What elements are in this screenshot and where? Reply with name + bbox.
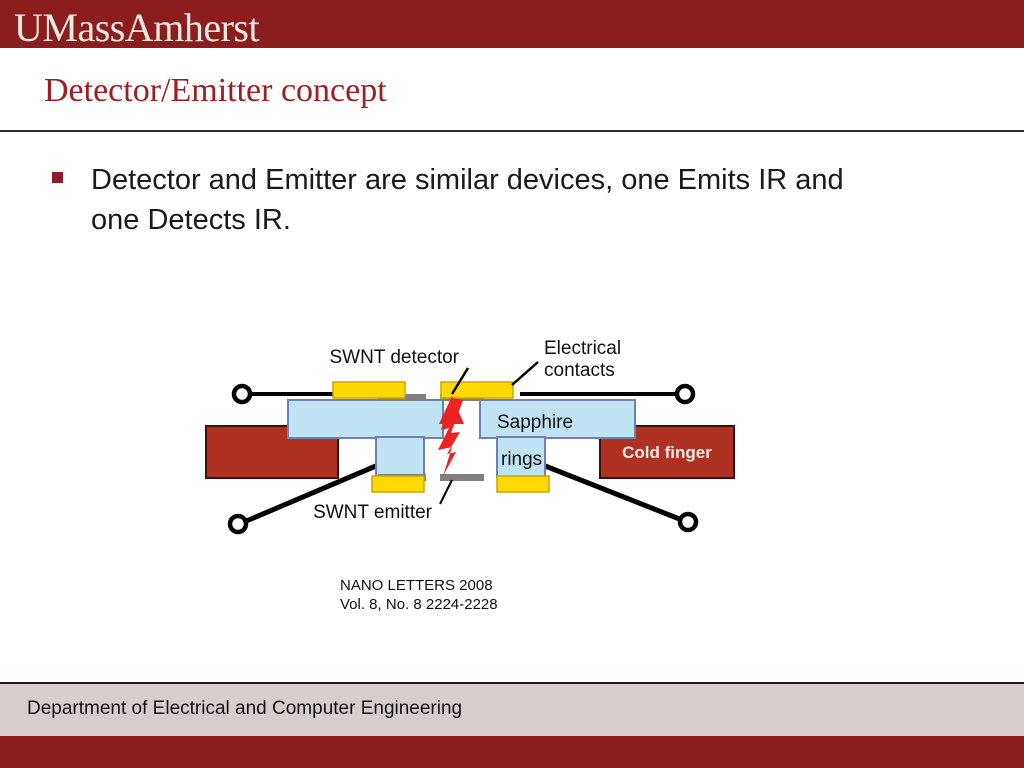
- sapphire-plate-top-left: [287, 399, 444, 439]
- swnt-emitter-strip-right: [440, 474, 484, 481]
- cold-finger-label: Cold finger: [622, 443, 712, 462]
- footer-divider: [0, 682, 1024, 684]
- swnt-detector-label: SWNT detector: [329, 347, 459, 368]
- ir-arrow-head-icon: [439, 396, 464, 424]
- sapphire-rings-label-line1: Sapphire: [497, 412, 573, 433]
- leader-electrical-contacts: [511, 361, 539, 386]
- ir-emission-arrow-icon: [438, 398, 463, 476]
- contact-top-left: [332, 381, 406, 399]
- logo-umass-text: UMass: [14, 5, 125, 50]
- contact-bottom-right: [496, 475, 550, 493]
- title-divider: [0, 130, 1024, 132]
- footer-department-label: Department of Electrical and Computer En…: [27, 698, 463, 719]
- citation-line-1: NANO LETTERS 2008: [340, 577, 493, 594]
- wire-bottom-right: [529, 457, 683, 523]
- sapphire-rings-label-line2: rings: [501, 449, 542, 470]
- logo-amherst-text: Amherst: [124, 5, 260, 50]
- footer-band: [0, 684, 1024, 736]
- terminal-bottom-right: [677, 511, 699, 533]
- bullet-item-label: Detector and Emitter are similar devices…: [91, 164, 844, 236]
- header-band: [0, 0, 1024, 48]
- leader-swnt-emitter: [439, 479, 453, 505]
- page-title: Detector/Emitter concept: [44, 72, 387, 109]
- terminal-top-right: [674, 383, 696, 405]
- electrical-contacts-label-line1: Electrical: [544, 338, 621, 359]
- bullet-list-item: Detector and Emitter are similar devices…: [52, 160, 932, 240]
- sapphire-plate-top-right: [479, 399, 636, 439]
- figure-citation: NANO LETTERS 2008 Vol. 8, No. 8 2224-222…: [340, 576, 498, 614]
- contact-bottom-left: [371, 475, 425, 493]
- umass-amherst-logo: UMassAmherst: [14, 5, 260, 50]
- figure-container: Cold finger SWNT detector Electrical: [200, 338, 760, 538]
- swnt-device-diagram: Cold finger SWNT detector Electrical: [205, 338, 735, 535]
- wire-bottom-left: [243, 457, 391, 525]
- swnt-emitter-label: SWNT emitter: [313, 502, 433, 523]
- contact-top-right: [440, 381, 514, 399]
- citation-line-2: Vol. 8, No. 8 2224-2228: [340, 596, 498, 613]
- terminal-top-left: [231, 383, 253, 405]
- footer-bottom-band: [0, 736, 1024, 768]
- electrical-contacts-label-line2: contacts: [544, 360, 615, 381]
- square-bullet-icon: [52, 172, 63, 183]
- terminal-bottom-left: [227, 513, 249, 535]
- leader-swnt-detector: [450, 367, 470, 395]
- sapphire-ring-left: [375, 436, 425, 478]
